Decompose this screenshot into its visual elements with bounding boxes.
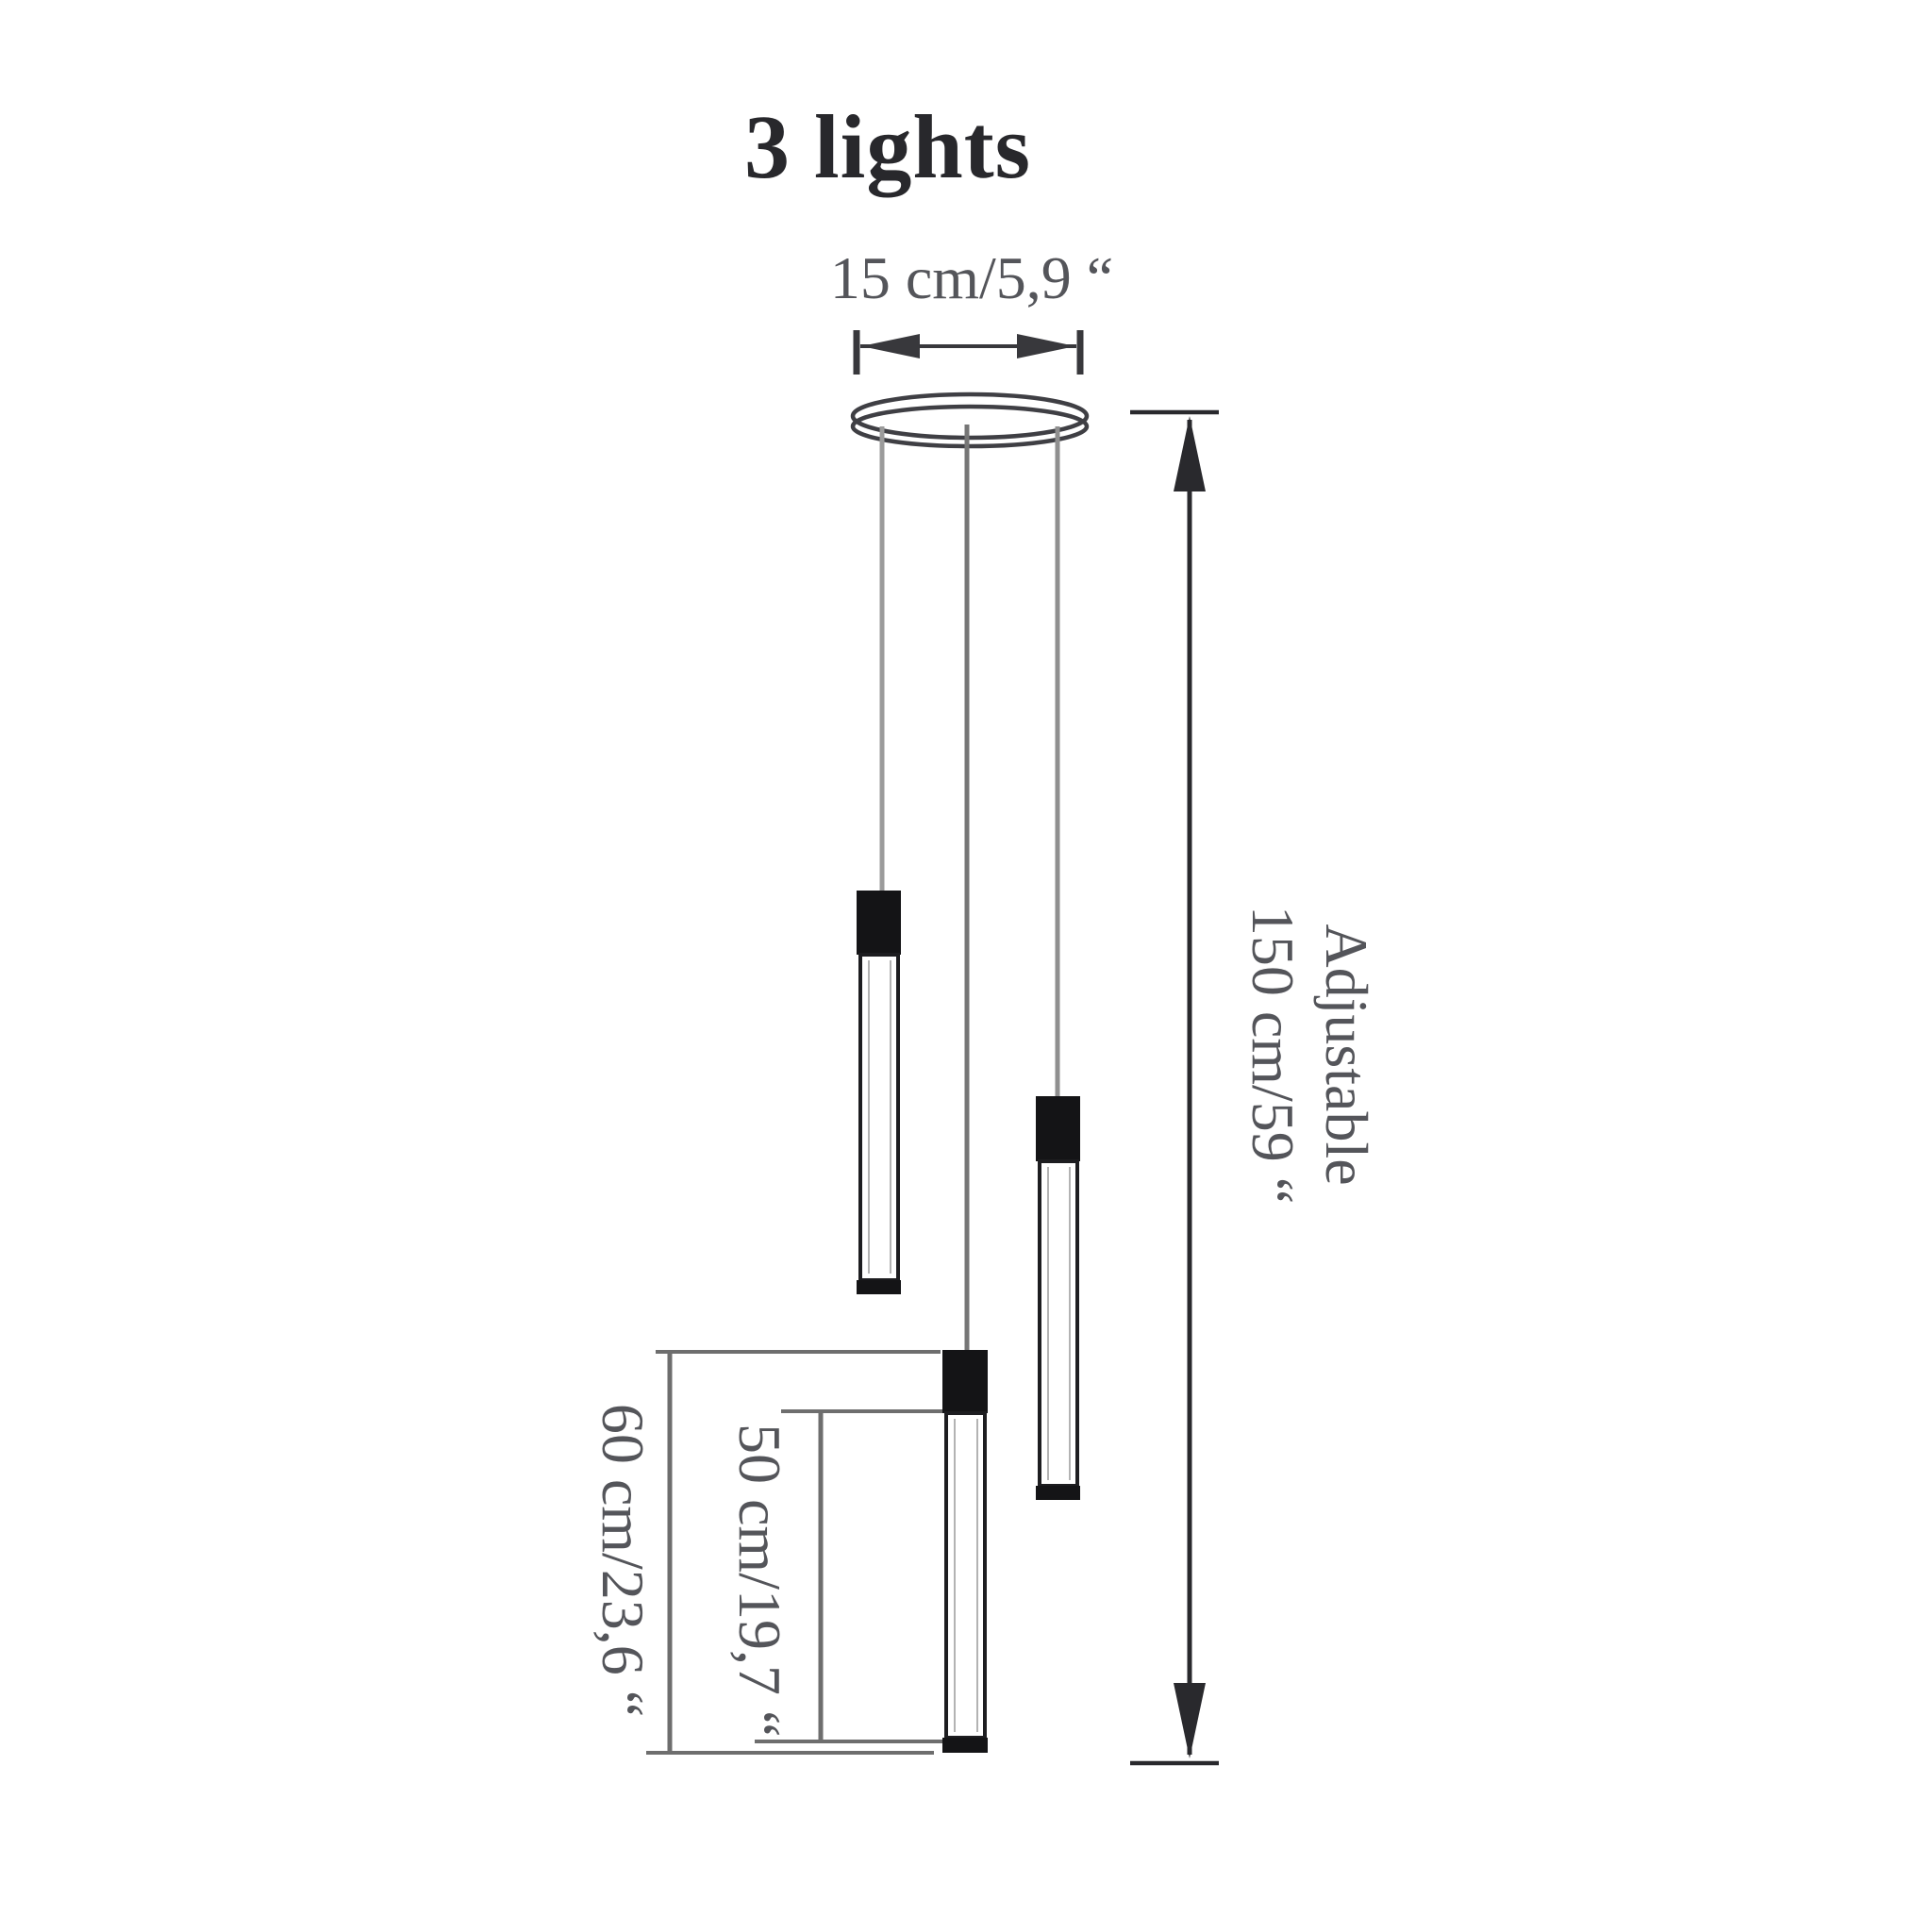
- up-arrowhead-icon: [1174, 416, 1206, 491]
- page-title: 3 lights: [743, 96, 1032, 197]
- pendant-right-body: [1038, 1159, 1079, 1488]
- adjustable-drop-label: Adjustable 150 cm/59 “: [1230, 866, 1383, 1243]
- pendant-right-bottom-cap: [1036, 1486, 1080, 1500]
- pendant-total-length-label: 60 cm/23,6 “: [590, 1403, 657, 1718]
- pendant-length-dimension-60: [646, 1350, 941, 1755]
- pendant-tube-left: [857, 891, 901, 1294]
- pendant-tube-center: [942, 1350, 988, 1753]
- down-arrowhead-icon: [1174, 1683, 1206, 1758]
- left-arrowhead-icon: [861, 334, 920, 358]
- pendant-center-bottom-cap: [942, 1738, 988, 1753]
- pendant-tube-right: [1036, 1096, 1080, 1500]
- right-arrowhead-icon: [1017, 334, 1075, 358]
- pendant-right-top-cap: [1036, 1096, 1080, 1161]
- drop-length-text: 150 cm/59 “: [1240, 905, 1307, 1205]
- pendant-tube-length-label: 50 cm/19,7 “: [726, 1424, 793, 1738]
- tube-length-dimension-50: [755, 1409, 942, 1743]
- pendant-left-body: [858, 953, 900, 1282]
- canopy-width-dimension: [853, 330, 1084, 375]
- pendant-center-body: [944, 1411, 987, 1740]
- ceiling-canopy: [850, 391, 1090, 449]
- pendant-center-top-cap: [942, 1350, 988, 1413]
- pendant-left-bottom-cap: [857, 1280, 901, 1294]
- drop-dimension-150: [1130, 409, 1219, 1766]
- adjustable-text: Adjustable: [1313, 924, 1380, 1186]
- pendant-left-top-cap: [857, 891, 901, 955]
- canopy-width-label: 15 cm/5,9 “: [829, 244, 1114, 311]
